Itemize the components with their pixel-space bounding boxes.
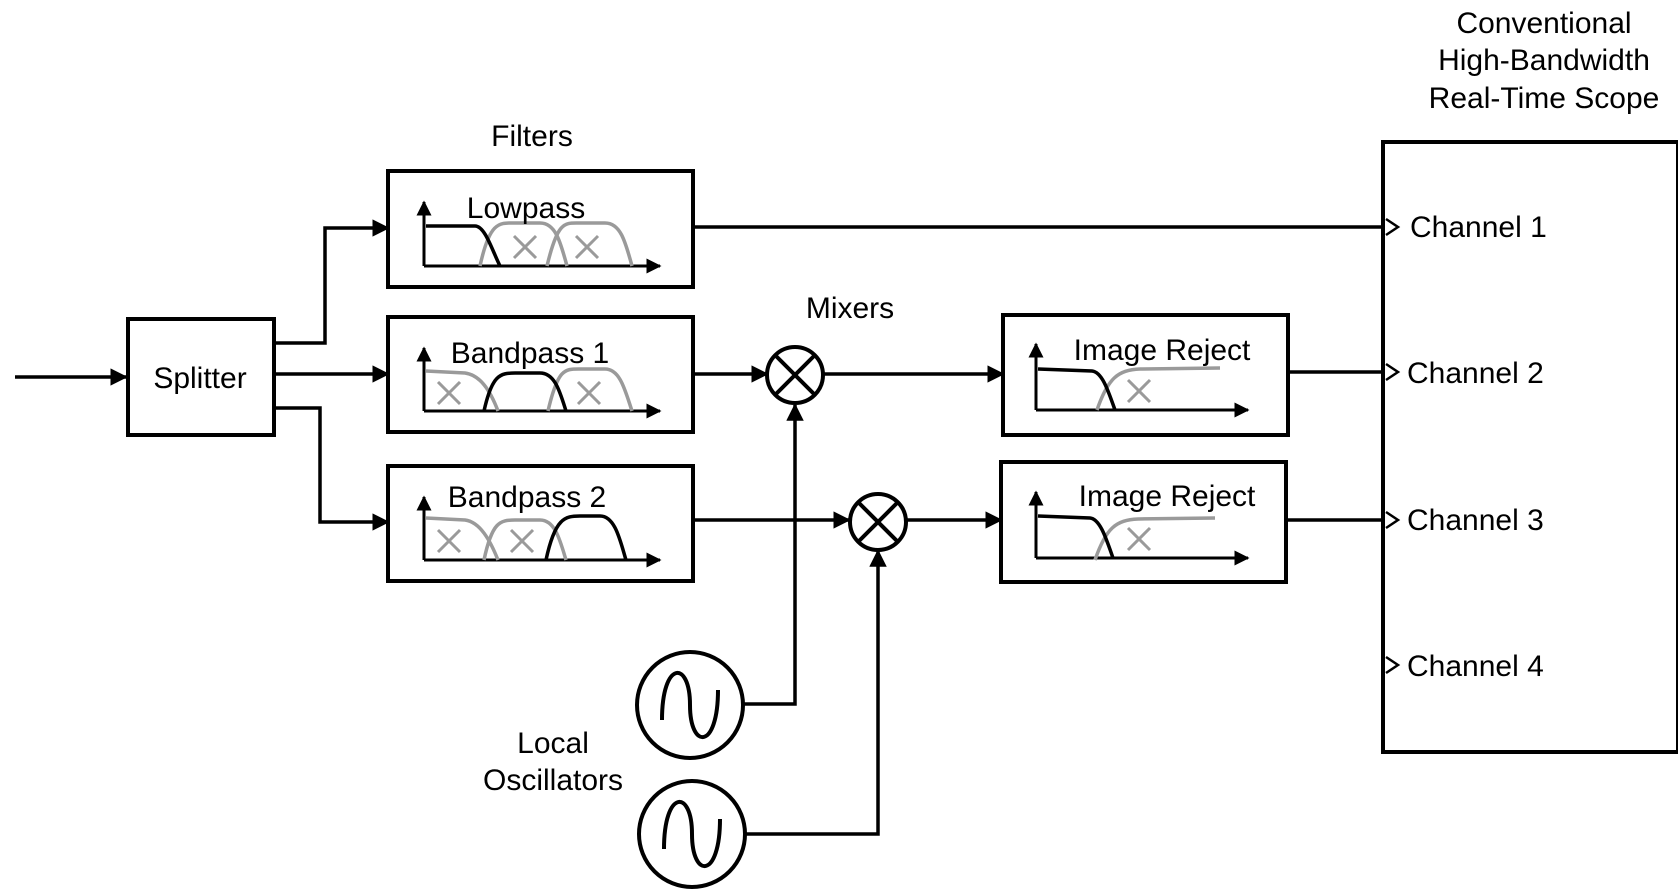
splitter-label: Splitter [153, 362, 246, 395]
mixer-1-icon [765, 345, 825, 405]
image-reject-2-block: Image Reject [999, 460, 1288, 584]
lowpass-label: Lowpass [467, 192, 585, 225]
filters-heading: Filters [491, 120, 573, 153]
bandpass2-filter-block: Bandpass 2 [386, 464, 695, 583]
oscillator-1-icon [635, 650, 745, 760]
oscillator-2-icon [637, 779, 747, 889]
channel-3-label: Channel 3 [1407, 504, 1544, 537]
scope-block: Conventional High-Bandwidth Real-Time Sc… [1381, 7, 1678, 754]
image-reject-1-label: Image Reject [1074, 334, 1251, 367]
image-reject-1-response-plot [1028, 342, 1250, 418]
mixer-2-icon [848, 492, 908, 552]
channel-4-port: Channel 4 [1385, 650, 1544, 683]
wire-oscillator1-to-mixer1 [743, 403, 804, 706]
scope-title-line1: Conventional [1456, 7, 1631, 40]
scope-title-line3: Real-Time Scope [1429, 82, 1660, 115]
wire-splitter-to-lowpass [274, 219, 390, 345]
bandpass1-label: Bandpass 1 [451, 337, 609, 370]
scope-title-line2: High-Bandwidth [1438, 44, 1650, 77]
channel-1-port: Channel 1 [1385, 211, 1547, 244]
wire-oscillator2-to-mixer2 [745, 549, 887, 836]
channel-3-port: Channel 3 [1385, 504, 1544, 537]
local-oscillators-label-line2: Oscillators [483, 764, 623, 797]
lowpass-filter-block: Lowpass [386, 169, 695, 289]
image-reject-2-response-plot [1028, 490, 1250, 566]
wire-splitter-to-bandpass2 [274, 406, 390, 531]
channel-2-port: Channel 2 [1385, 357, 1544, 390]
channel-1-label: Channel 1 [1410, 211, 1547, 244]
signal-wires [15, 219, 1383, 836]
mixers-heading: Mixers [806, 292, 894, 325]
channel-4-label: Channel 4 [1407, 650, 1544, 683]
bandpass2-label: Bandpass 2 [448, 481, 606, 514]
bandpass1-response-plot [416, 346, 662, 419]
splitter-block: Splitter [126, 317, 276, 437]
image-reject-2-label: Image Reject [1079, 480, 1256, 513]
channel-2-label: Channel 2 [1407, 357, 1544, 390]
bandpass2-response-plot [416, 495, 662, 568]
local-oscillators-label-line1: Local [517, 727, 589, 760]
image-reject-1-block: Image Reject [1001, 313, 1290, 437]
lowpass-response-plot [416, 200, 662, 274]
bandpass1-filter-block: Bandpass 1 [386, 315, 695, 434]
